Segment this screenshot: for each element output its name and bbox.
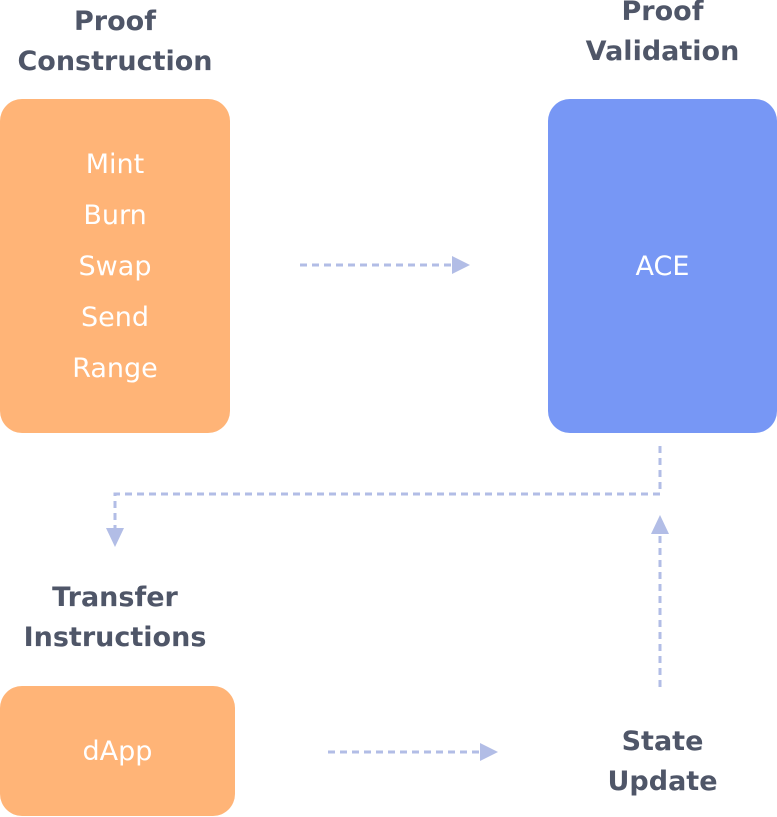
proof-item-mint: Mint — [85, 148, 145, 180]
arrowhead-down-icon — [106, 528, 124, 547]
transfer-instructions-heading-line-1: Transfer — [52, 582, 178, 613]
ace-label: ACE — [635, 250, 690, 282]
proof-item-burn: Burn — [83, 199, 147, 231]
state-update-heading: State Update — [548, 722, 777, 802]
state-update-heading-line-2: Update — [607, 766, 718, 797]
arrow-validation-to-transfer-line — [113, 446, 662, 530]
proof-construction-heading-line-1: Proof — [74, 6, 156, 37]
transfer-instructions-heading-line-2: Instructions — [23, 622, 207, 653]
proof-construction-heading-line-2: Construction — [17, 46, 213, 77]
arrowhead-up-icon — [651, 515, 669, 534]
transfer-instructions-heading: Transfer Instructions — [0, 578, 230, 658]
arrowhead-right-icon — [452, 256, 470, 274]
dapp-box: dApp — [0, 686, 235, 816]
proof-construction-box: Mint Burn Swap Send Range — [0, 99, 230, 433]
state-update-heading-line-1: State — [621, 726, 704, 757]
arrowhead-right-icon — [480, 743, 498, 761]
proof-validation-heading-line-2: Validation — [585, 36, 740, 67]
ace-box: ACE — [548, 99, 777, 433]
proof-item-swap: Swap — [78, 250, 152, 282]
proof-validation-heading-line-1: Proof — [621, 0, 704, 27]
dapp-label: dApp — [82, 735, 153, 767]
proof-construction-heading: Proof Construction — [0, 2, 230, 82]
proof-item-send: Send — [80, 301, 149, 333]
proof-validation-heading: Proof Validation — [548, 0, 777, 72]
proof-item-range: Range — [72, 352, 158, 384]
